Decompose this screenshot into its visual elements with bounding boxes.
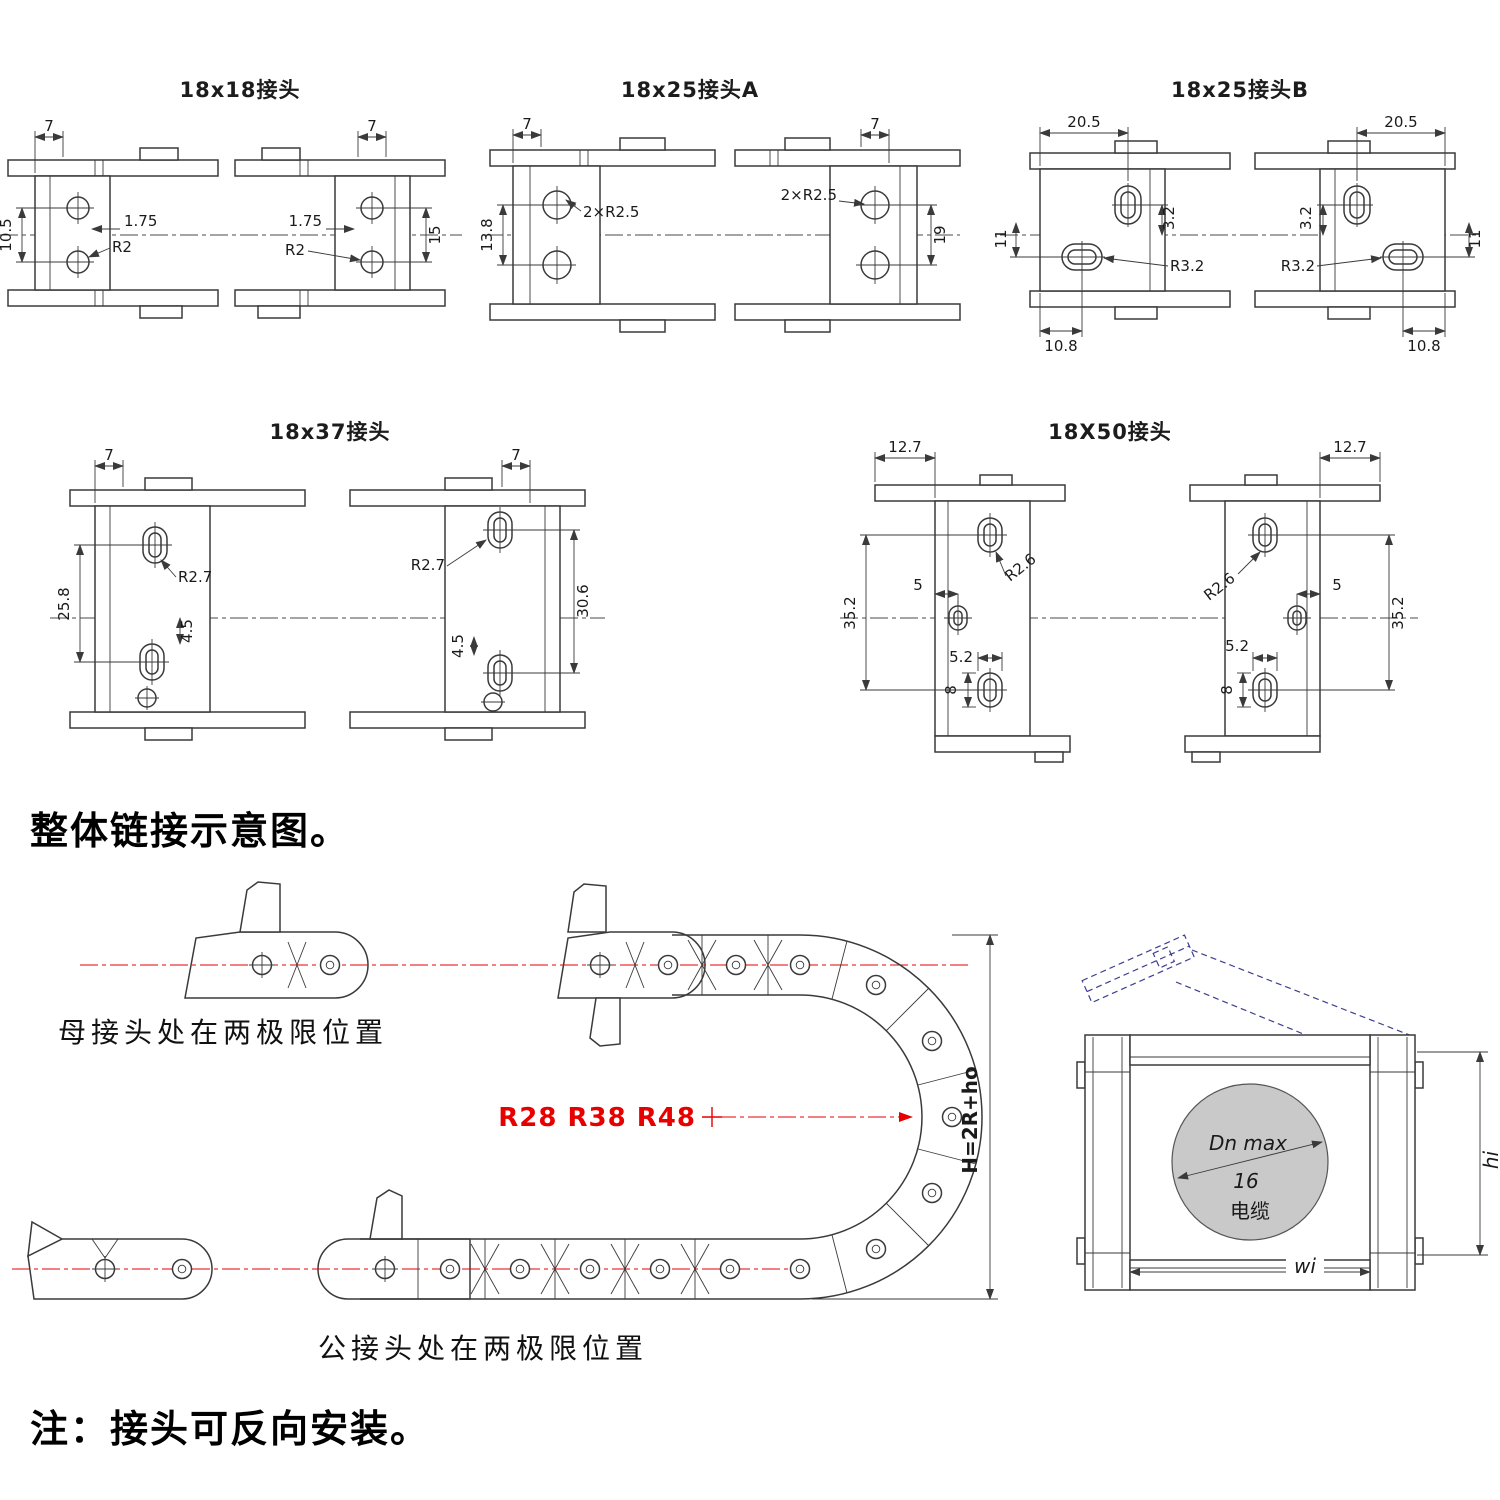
title-18x25b: 18x25接头B — [1171, 78, 1309, 102]
view-18x18-right: 7 1.75 R2 15 — [234, 117, 446, 319]
dim-label: 8 — [942, 685, 960, 695]
dn-value-label: 16 — [1233, 1169, 1258, 1193]
dim-label: 8 — [1218, 685, 1236, 695]
drawing-18x25b: 20.5 3.2 11 R3.2 10.8 20.5 3.2 11 R3. — [992, 113, 1484, 355]
wi-label: wi — [1294, 1254, 1316, 1278]
dim-label: 5 — [1332, 576, 1342, 594]
title-18x18: 18x18接头 — [179, 78, 301, 102]
cable-label: 电缆 — [1230, 1199, 1270, 1223]
dim-label: 4.5 — [178, 619, 196, 643]
footnote: 注：接头可反向安装。 — [30, 1409, 431, 1451]
dim-label: 5.2 — [1225, 637, 1249, 655]
dim-label: R2 — [285, 241, 305, 259]
dim-label: 3.2 — [1297, 206, 1315, 230]
dn-max-label: Dn max — [1209, 1131, 1287, 1155]
dim-label: 7 — [104, 446, 114, 464]
dim-label: 12.7 — [888, 438, 921, 456]
view-18x25b-left: 20.5 3.2 11 R3.2 10.8 — [992, 113, 1231, 355]
title-18x50: 18X50接头 — [1048, 420, 1172, 444]
male-position-label: 公接头处在两极限位置 — [318, 1332, 648, 1365]
dim-label: 10.8 — [1407, 337, 1440, 355]
dim-label: 5 — [913, 576, 923, 594]
height-formula-label: H=2R+ho — [958, 1066, 982, 1174]
dim-label: 2×R2.5 — [781, 186, 837, 204]
female-connector-free — [184, 881, 369, 999]
view-18x25a-left: 7 13.8 2×R2.5 — [478, 115, 716, 333]
dim-label: 7 — [44, 117, 54, 135]
radius-note-label: R28 R38 R48 — [498, 1103, 696, 1133]
dim-label: 30.6 — [574, 584, 592, 617]
hi-label: hi — [1479, 1150, 1500, 1169]
view-18x25a-right: 7 2×R2.5 19 — [734, 115, 961, 333]
drawing-18x18: 7 10.5 1.75 R2 7 1.75 R2 15 — [0, 117, 462, 319]
dim-label: 11 — [1466, 229, 1484, 248]
dim-label: R2.7 — [411, 556, 445, 574]
dim-label: 20.5 — [1067, 113, 1100, 131]
chain-pins — [92, 941, 963, 1282]
drawing-18x37: 7 25.8 R2.7 4.5 7 R2.7 30.6 4.5 — [50, 446, 605, 741]
wi-dimension: wi — [1129, 1254, 1371, 1278]
hi-dimension: hi — [1417, 1051, 1500, 1256]
title-18x25a: 18x25接头A — [620, 78, 760, 102]
dim-label: 11 — [992, 229, 1010, 248]
female-position-label: 母接头处在两极限位置 — [58, 1016, 388, 1049]
cable-bore: Dn max 16 电缆 — [1171, 1083, 1329, 1241]
view-18x18-left: 7 10.5 1.75 R2 — [0, 117, 219, 319]
dim-label: 12.7 — [1333, 438, 1366, 456]
dim-label: 25.8 — [55, 587, 73, 620]
link-frame — [1076, 1034, 1424, 1291]
dim-label: 10.8 — [1044, 337, 1077, 355]
dim-label: R2.7 — [178, 568, 212, 586]
view-18x50-right: 12.7 35.2 5 R2.6 5.2 8 — [1184, 438, 1407, 763]
dim-label: 3.2 — [1160, 206, 1178, 230]
chain-band — [360, 934, 983, 1300]
dim-label: 7 — [367, 117, 377, 135]
dim-label: 19 — [931, 225, 949, 244]
dim-label: 4.5 — [449, 634, 467, 658]
dim-label: 1.75 — [289, 212, 322, 230]
dim-label: 7 — [511, 446, 521, 464]
dim-label: 7 — [522, 115, 532, 133]
dim-label: 20.5 — [1384, 113, 1417, 131]
dim-label: R3.2 — [1281, 257, 1315, 275]
bend-radius-annotation: R28 R38 R48 — [498, 1103, 913, 1133]
drawing-18x25a: 7 13.8 2×R2.5 7 2×R2.5 19 — [478, 115, 961, 333]
dim-label: 10.5 — [0, 218, 15, 251]
dim-label: 35.2 — [1389, 596, 1407, 629]
dim-label: 15 — [426, 225, 444, 244]
dim-label: 2×R2.5 — [583, 203, 639, 221]
drawing-18x50: 12.7 35.2 5 R2.6 5.2 8 12.7 — [840, 438, 1418, 763]
male-connector-chain-end — [317, 1189, 471, 1300]
height-dimension: H=2R+ho — [812, 934, 998, 1300]
dim-label: 7 — [870, 115, 880, 133]
dim-label: R2 — [112, 238, 132, 256]
dim-label: 13.8 — [478, 218, 496, 251]
dim-label: 1.75 — [124, 212, 157, 230]
view-18x50-left: 12.7 35.2 5 R2.6 5.2 8 — [841, 438, 1071, 763]
dim-label: 35.2 — [841, 596, 859, 629]
assembly-heading: 整体链接示意图。 — [30, 811, 351, 853]
view-18x25b-right: 20.5 3.2 11 R3.2 10.8 — [1254, 113, 1484, 355]
title-18x37: 18x37接头 — [269, 420, 391, 444]
cross-section: Dn max 16 电缆 wi hi — [1076, 934, 1500, 1291]
assembly-diagram: H=2R+ho R28 R38 R48 母接头处在两极限位置 公接头处在两极限位… — [12, 881, 998, 1365]
dim-label: 5.2 — [949, 648, 973, 666]
dim-label: R3.2 — [1170, 257, 1204, 275]
view-18x37-left: 7 25.8 R2.7 4.5 — [55, 446, 306, 741]
view-18x37-right: 7 R2.7 30.6 4.5 — [349, 446, 592, 741]
